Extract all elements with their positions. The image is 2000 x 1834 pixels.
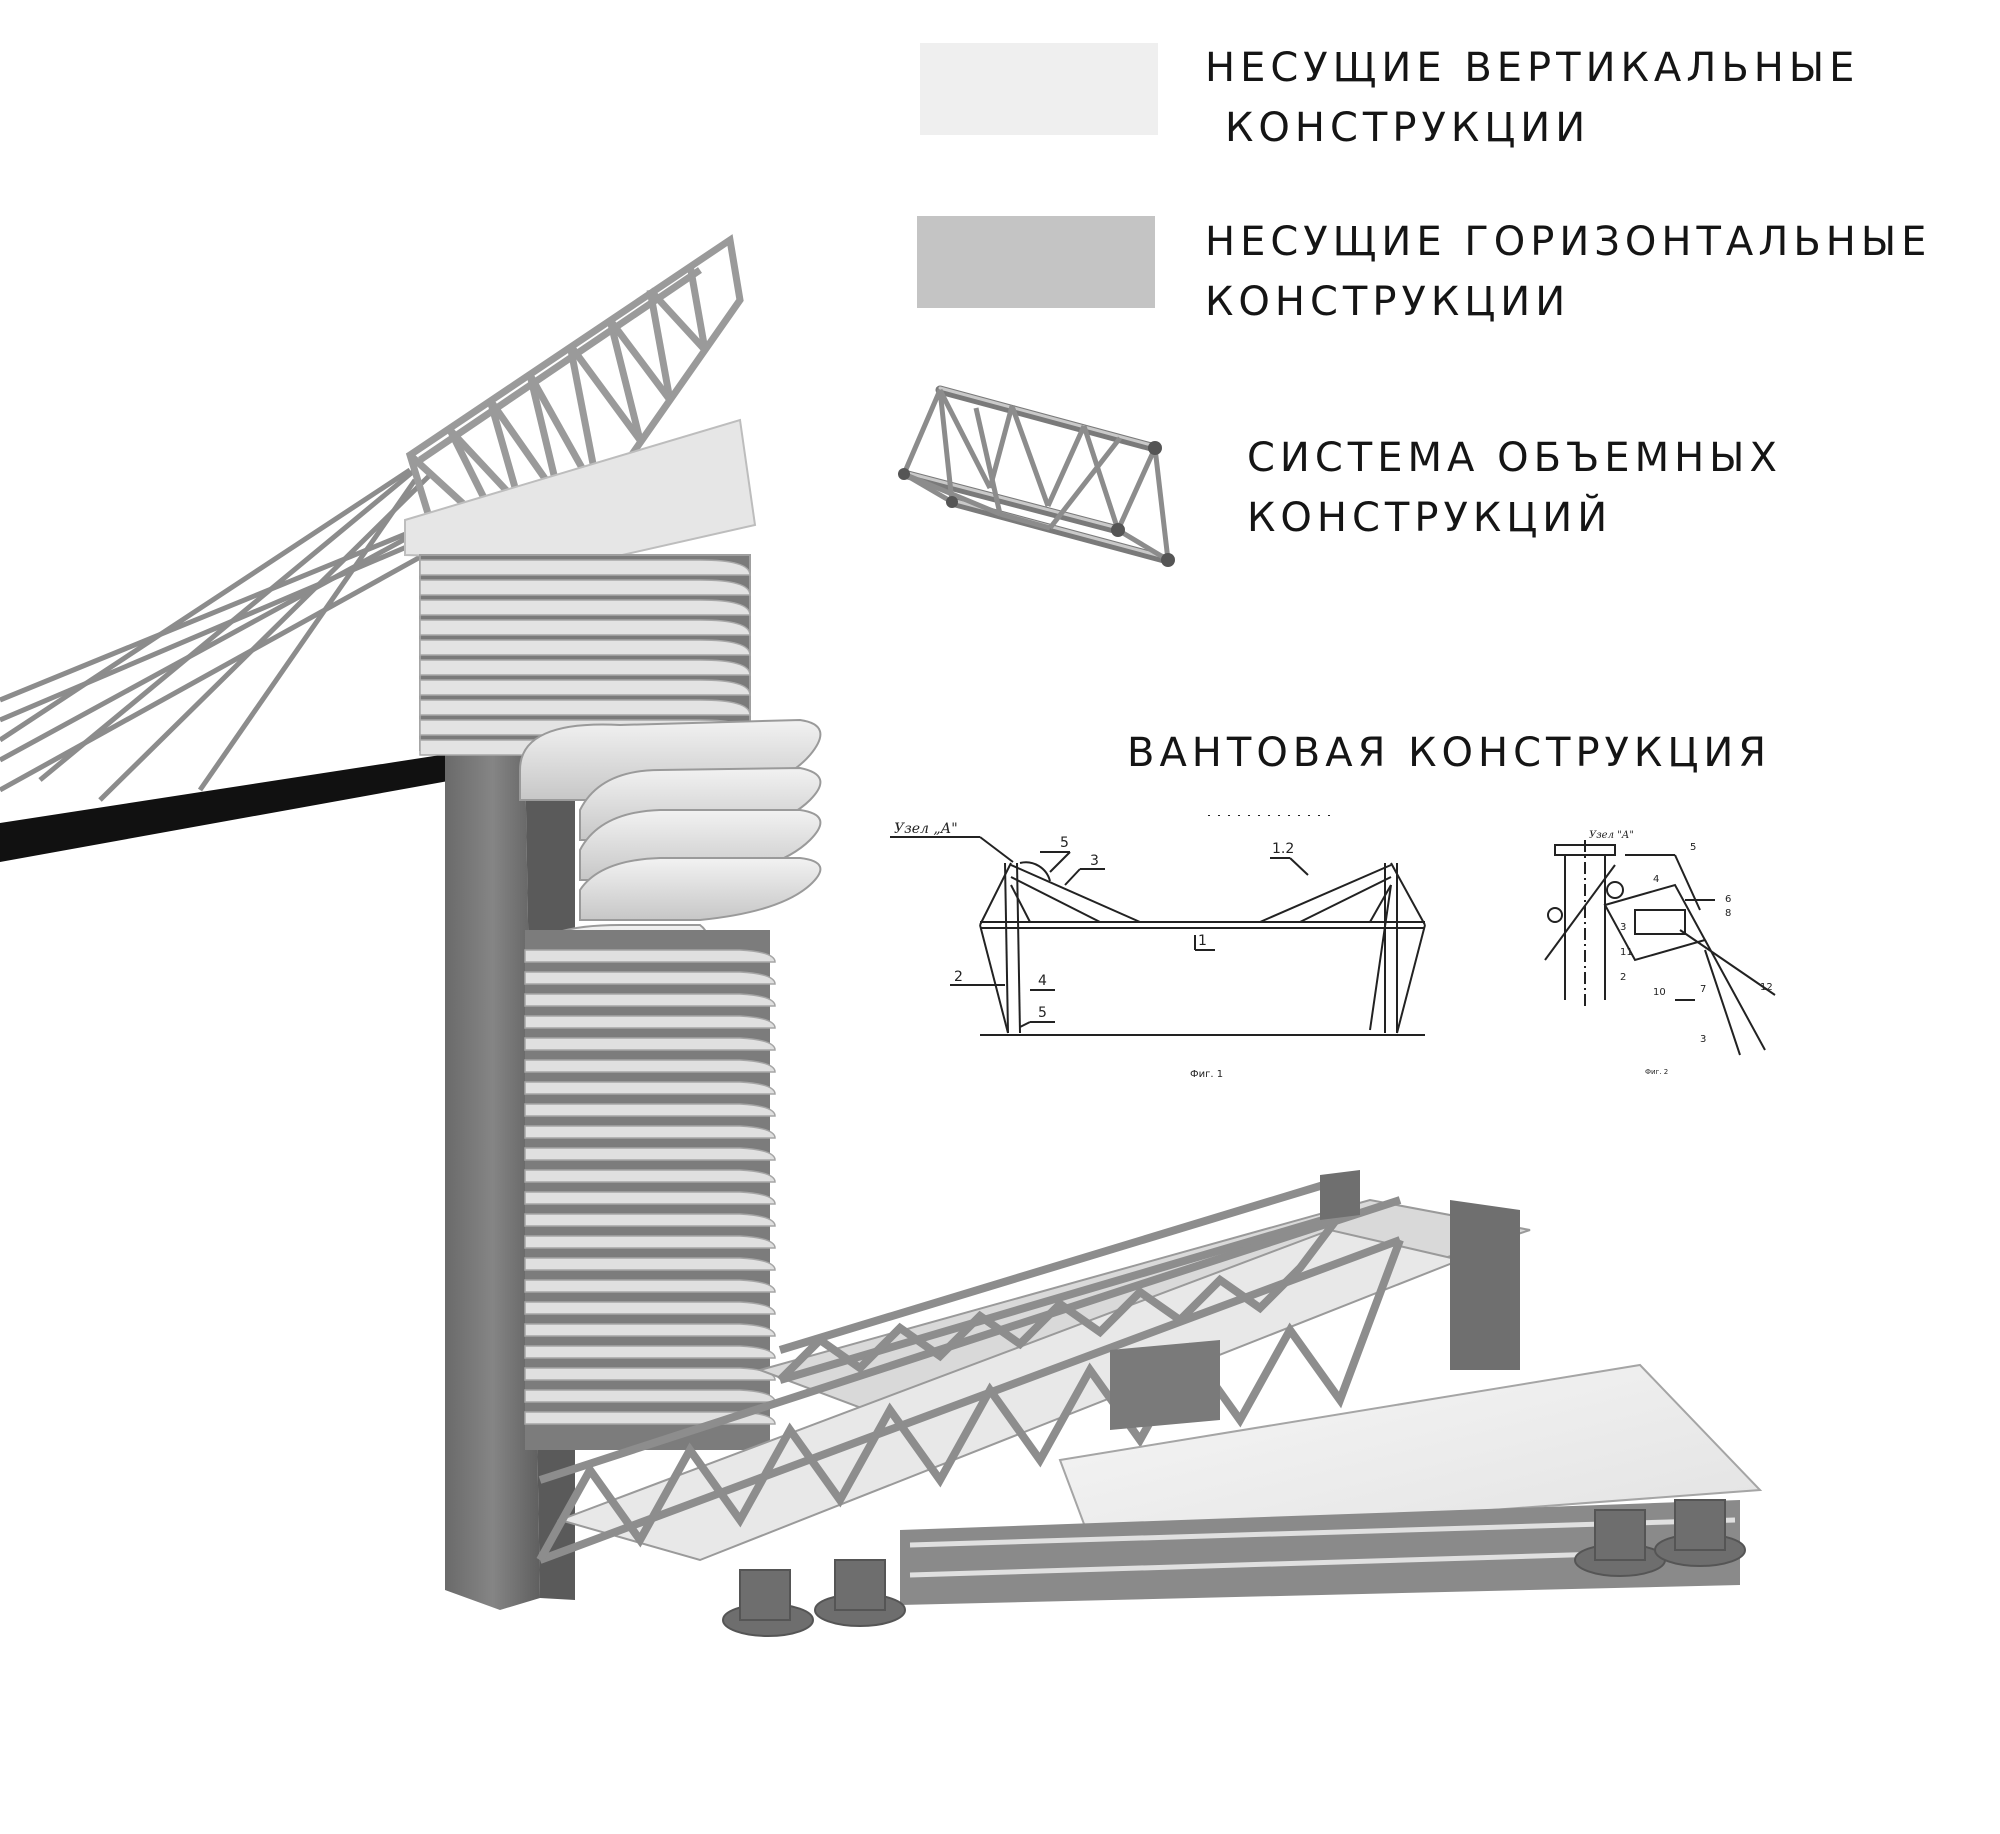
fig2-label-7: 7 <box>1700 984 1706 995</box>
fig2-label-3a: 3 <box>1620 922 1626 933</box>
cable-node-detail-fig2: Узел "А" 5 4 6 8 3 11 2 10 7 3 12 Фиг. 2 <box>1544 830 1776 1076</box>
fig2-label-2: 2 <box>1620 972 1626 983</box>
top-wedge <box>404 418 757 562</box>
horizontal-structures-label: НЕСУЩИЕ ГОРИЗОНТАЛЬНЫЕ КОНСТРУКЦИИ <box>1205 212 1931 332</box>
fig2-label-10: 10 <box>1653 987 1666 998</box>
cable-structure-title: ВАНТОВАЯ КОНСТРУКЦИЯ <box>1127 730 1772 776</box>
fig1-label-1-2: 1.2 <box>1272 841 1294 857</box>
base-pillars <box>722 1499 1746 1637</box>
fig2-label-5: 5 <box>1690 842 1696 853</box>
fig2-label-3b: 3 <box>1700 1034 1706 1045</box>
spatial-structures-label: СИСТЕМА ОБЪЕМНЫХ КОНСТРУКЦИЙ <box>1247 428 1782 548</box>
fig2-node-label: Узел "А" <box>1589 830 1634 841</box>
fig1-label-2: 2 <box>954 969 963 985</box>
bridge-support-right <box>1450 1200 1520 1370</box>
horizontal-structures-swatch <box>917 216 1155 308</box>
fig2-label-6: 6 <box>1725 894 1731 905</box>
cable-structure-fig1: Узел „А" 5 3 1.2 1 2 4 5 Фиг. 1 <box>890 815 1426 1080</box>
cable-stays <box>0 467 471 802</box>
horizontal-label-line2: КОНСТРУКЦИИ <box>1205 279 1571 325</box>
fig2-label-8: 8 <box>1725 908 1731 919</box>
vertical-label-line2: КОНСТРУКЦИИ <box>1225 105 1591 151</box>
fig1-caption: Фиг. 1 <box>1190 1069 1223 1080</box>
lower-slabs-stack <box>524 949 776 1425</box>
cable-deck-beam <box>0 752 465 862</box>
cantilever-slabs <box>519 718 822 986</box>
vertical-structures-label: НЕСУЩИЕ ВЕРТИКАЛЬНЫЕ КОНСТРУКЦИИ <box>1205 38 1859 158</box>
spatial-label-line1: СИСТЕМА ОБЪЕМНЫХ <box>1247 435 1782 481</box>
fig2-label-11: 11 <box>1620 947 1633 958</box>
fig2-caption: Фиг. 2 <box>1645 1068 1668 1076</box>
bridge-middle-box <box>1110 1340 1220 1430</box>
spatial-label-line2: КОНСТРУКЦИЙ <box>1247 495 1613 541</box>
fig2-label-4: 4 <box>1653 874 1659 885</box>
fig1-label-5-bottom: 5 <box>1038 1005 1047 1021</box>
fig2-label-12: 12 <box>1760 982 1773 993</box>
bridge-trusses <box>536 1176 1404 1564</box>
horizontal-label-line1: НЕСУЩИЕ ГОРИЗОНТАЛЬНЫЕ <box>1205 219 1932 265</box>
fig1-node-label: Узел „А" <box>894 821 958 837</box>
fig1-label-3: 3 <box>1090 853 1099 869</box>
fig1-label-5-top: 5 <box>1060 835 1069 851</box>
space-truss-icon <box>898 385 1175 567</box>
vertical-structures-swatch <box>920 43 1158 135</box>
fig1-label-1: 1 <box>1198 933 1207 949</box>
main-core-column <box>445 752 540 1610</box>
pavilion-roof <box>1058 1363 1763 1542</box>
vertical-label-line1: НЕСУЩИЕ ВЕРТИКАЛЬНЫЕ <box>1205 45 1860 91</box>
fig1-label-4: 4 <box>1038 973 1047 989</box>
